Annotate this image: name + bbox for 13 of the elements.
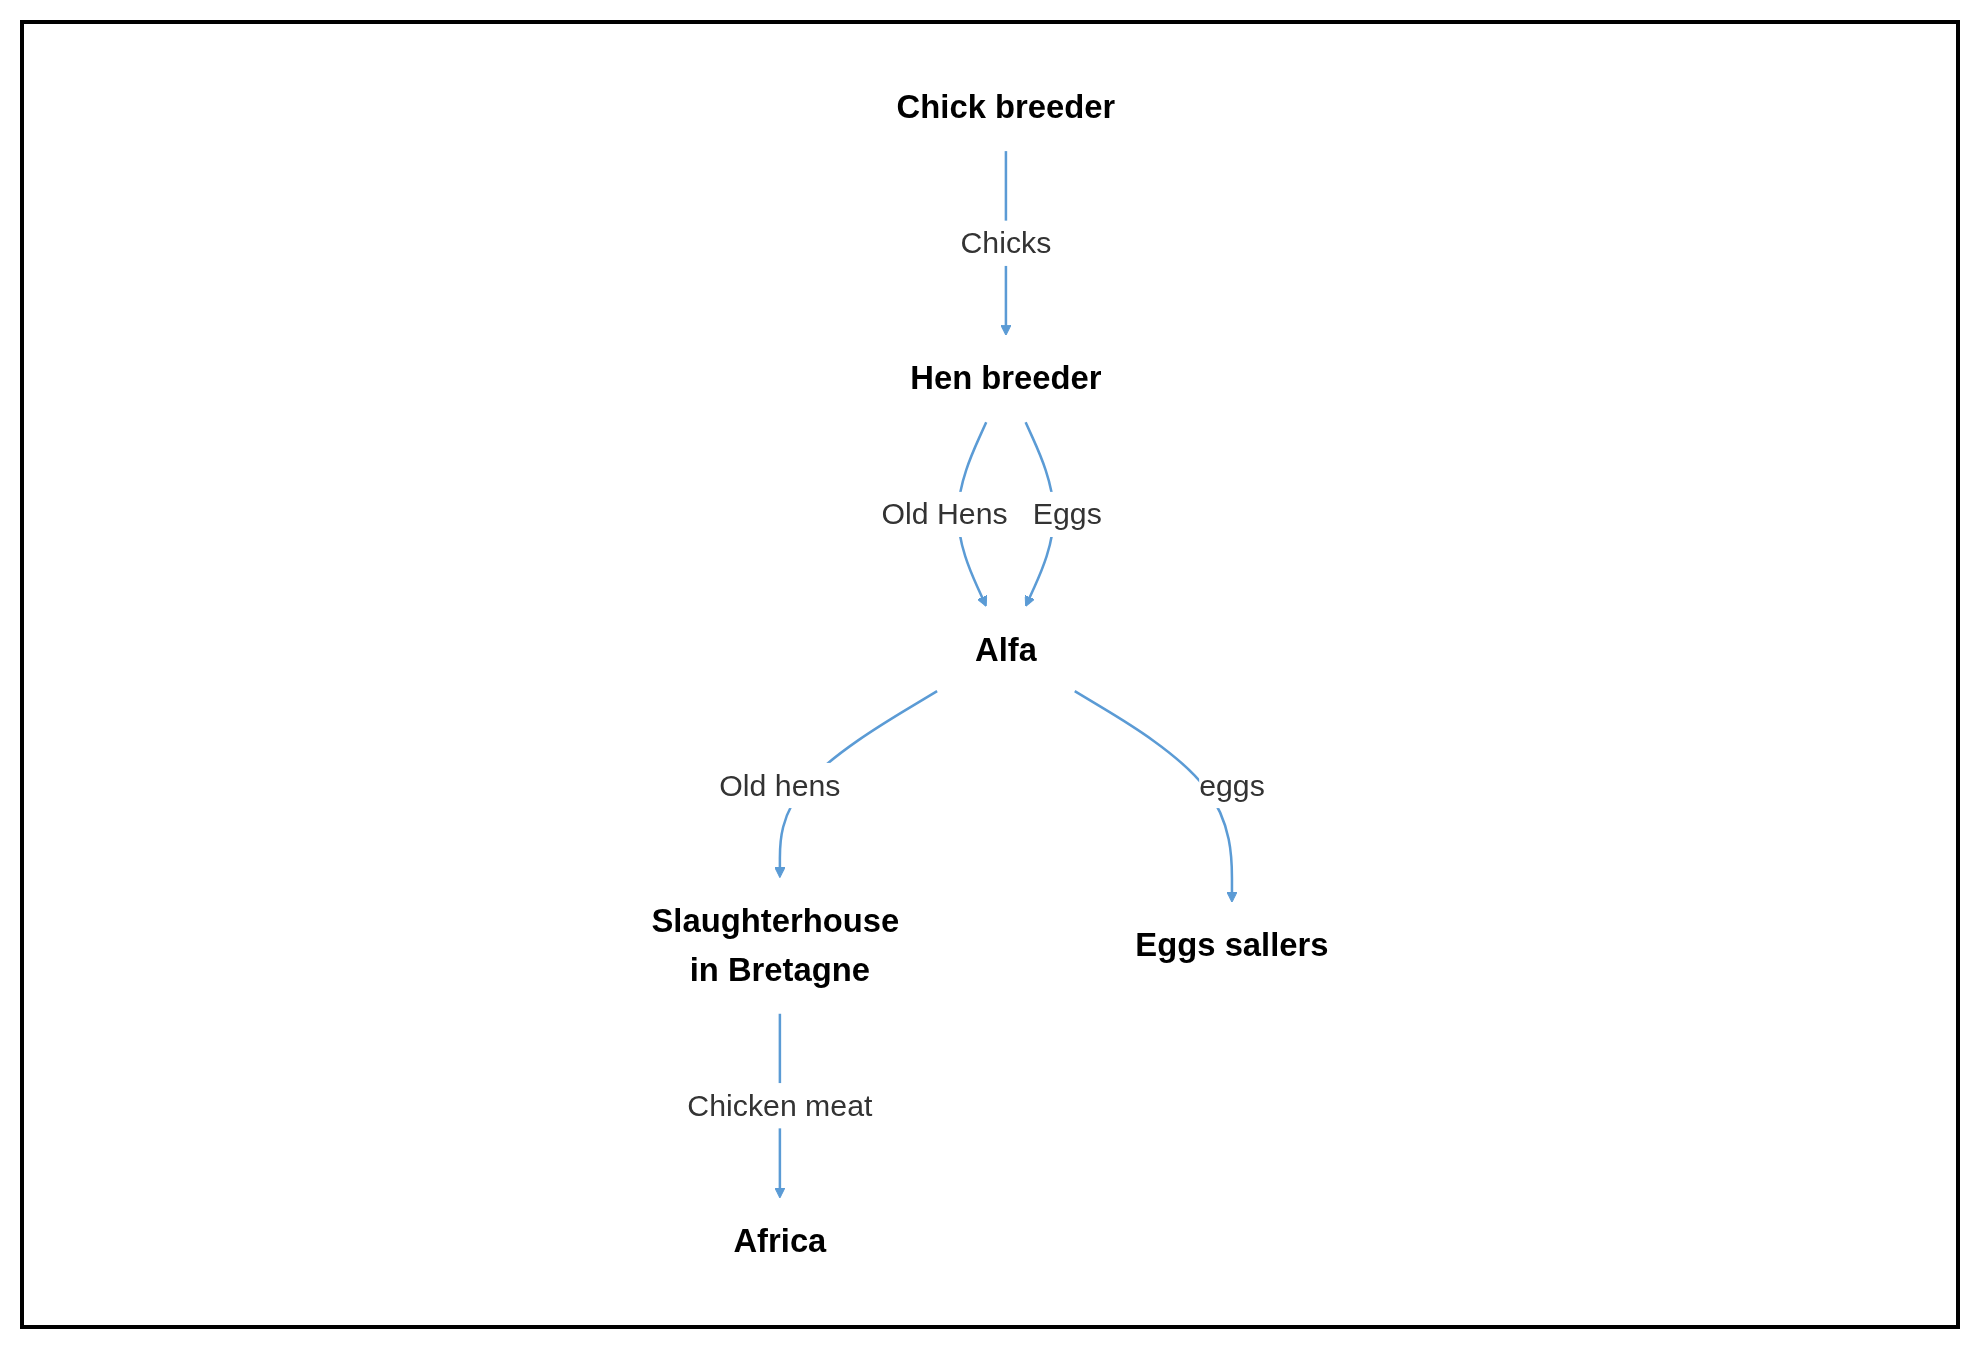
edge-label: Old Hens: [881, 496, 1008, 531]
node-text: Hen breeder: [910, 359, 1102, 398]
edge-label: Eggs: [1032, 496, 1102, 531]
node-text: Chick breeder: [896, 88, 1116, 126]
node-text: Africa: [733, 1221, 827, 1260]
arrow: [1074, 690, 1238, 903]
node-text: Slaughterhouse in Bretagne: [651, 901, 900, 989]
node-text: Alfa: [974, 630, 1037, 669]
edge-label: Chicken meat: [687, 1088, 873, 1123]
node-text: Eggs sallers: [1135, 926, 1329, 964]
edge-label: eggs: [1199, 767, 1265, 802]
edge-label: Old hens: [719, 767, 841, 802]
edge-label: Chicks: [960, 225, 1052, 260]
